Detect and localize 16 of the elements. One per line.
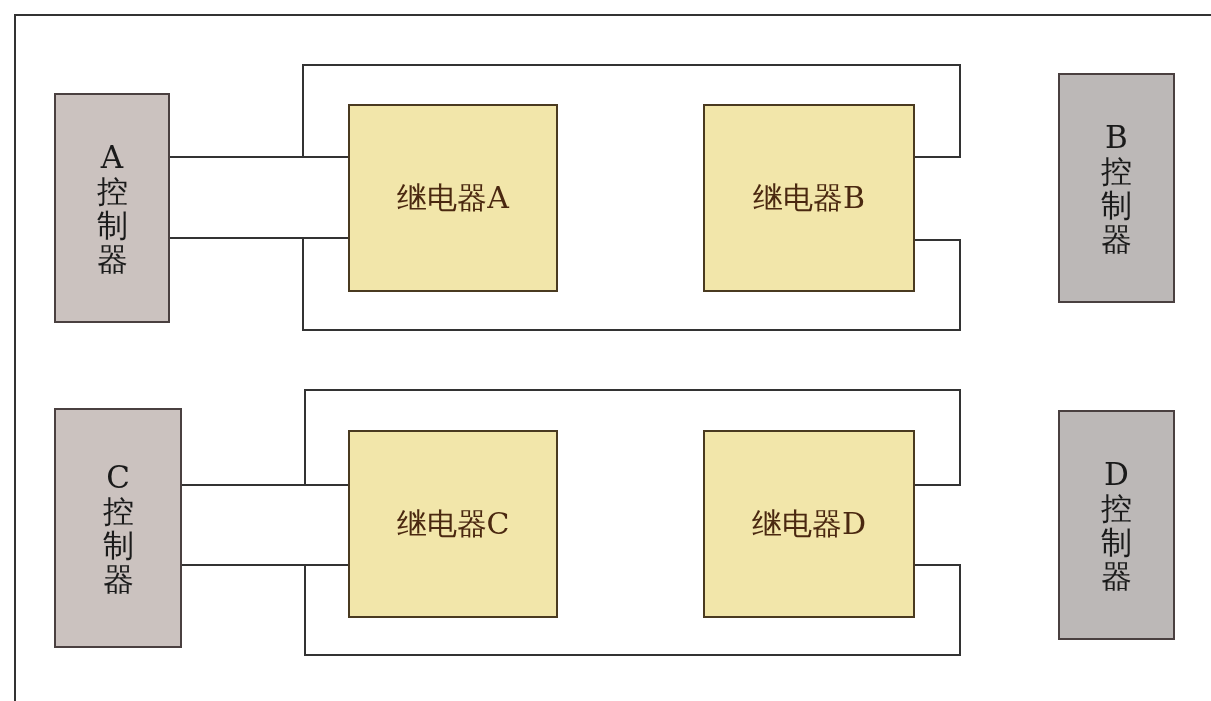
controller-box xyxy=(1058,410,1175,640)
relay-box xyxy=(703,104,915,292)
controller-box xyxy=(1058,73,1175,303)
relay-label: 继电器A xyxy=(397,178,509,217)
controller-label: A控制器 xyxy=(96,139,128,277)
controller-label: B控制器 xyxy=(1101,119,1132,257)
controller-label: C控制器 xyxy=(102,459,134,597)
controller-label: D控制器 xyxy=(1101,456,1132,594)
relay-box xyxy=(348,430,558,618)
relay-box xyxy=(703,430,915,618)
relay-label: 继电器C xyxy=(396,504,510,543)
controller-box xyxy=(54,408,182,648)
relay-label: 继电器B xyxy=(752,178,865,217)
relay-box xyxy=(348,104,558,292)
controller-box xyxy=(54,93,170,323)
relay-label: 继电器D xyxy=(751,504,867,543)
